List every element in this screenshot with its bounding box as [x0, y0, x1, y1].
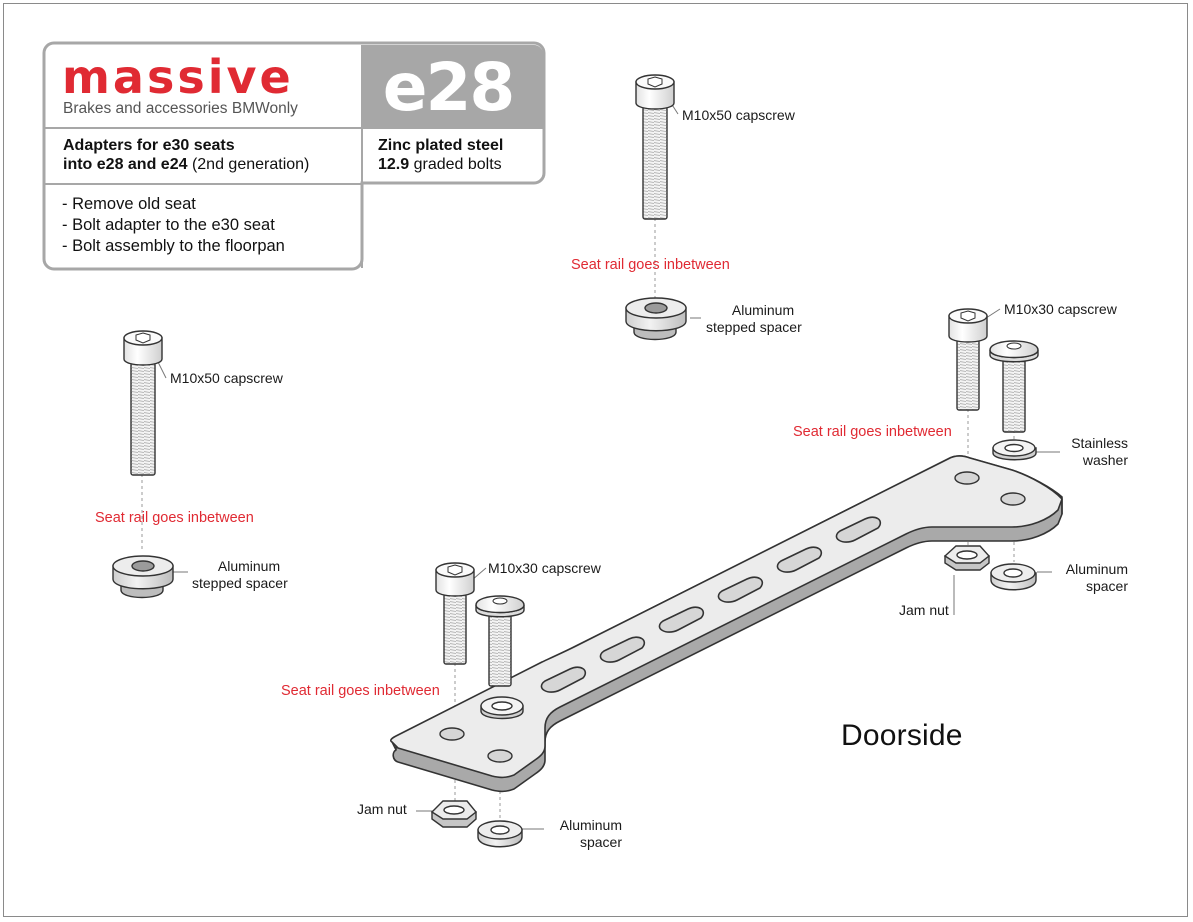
label-line: Aluminum — [731, 302, 795, 318]
stepped-spacer-left — [112, 555, 174, 599]
title-line-2-bold: into e28 and e24 — [63, 156, 188, 173]
label-seat-rail-left: Seat rail goes inbetween — [95, 510, 254, 526]
label-line: stepped spacer — [192, 575, 288, 591]
instruction-steps: - Remove old seat - Bolt adapter to the … — [62, 194, 285, 257]
stainless-washer — [992, 439, 1037, 461]
brand-tagline: Brakes and accessories BMWonly — [63, 100, 298, 118]
label-line: washer — [1082, 452, 1128, 468]
header-card-shape — [42, 41, 546, 271]
label-stainless-washer: Stainless washer — [1062, 435, 1128, 469]
aluminum-spacer-right — [990, 563, 1037, 591]
label-capscrew-m10x50-left: M10x50 capscrew — [170, 370, 283, 386]
label-line: Aluminum — [559, 817, 622, 833]
tagline-text: Brakes and accessories — [63, 100, 228, 117]
bolt-grade: 12.9 — [378, 156, 410, 173]
label-capscrew-m10x30-front: M10x30 capscrew — [488, 560, 601, 576]
header-card: massive Brakes and accessories BMWonly e… — [42, 42, 546, 274]
massive-logo: massive — [62, 50, 294, 104]
material-line-1: Zinc plated steel — [378, 137, 504, 154]
model-badge: e28 — [382, 49, 516, 126]
jam-nut-right — [943, 545, 991, 571]
capscrew-m10x50-top — [635, 74, 675, 220]
stepped-washer-front — [480, 696, 524, 720]
title-line-1: Adapters for e30 seats — [63, 137, 235, 154]
label-line: Stainless — [1071, 435, 1128, 451]
label-capscrew-m10x50-top: M10x50 capscrew — [682, 107, 795, 123]
doorside-label: Doorside — [841, 719, 963, 752]
material-spec: Zinc plated steel 12.9 graded bolts — [378, 136, 503, 174]
label-line: spacer — [579, 834, 622, 850]
label-line: Aluminum — [1065, 561, 1128, 577]
label-jam-nut-front: Jam nut — [357, 801, 407, 817]
label-jam-nut-right: Jam nut — [899, 602, 949, 618]
aluminum-spacer-front — [477, 820, 523, 848]
capscrew-m10x30-right — [948, 308, 988, 411]
label-seat-rail-front: Seat rail goes inbetween — [281, 683, 440, 699]
label-stepped-spacer-top: Aluminum stepped spacer — [706, 302, 810, 336]
label-line: Aluminum — [217, 558, 281, 574]
title-line-2-normal: (2nd generation) — [191, 156, 310, 173]
tagline-suffix: BMWonly — [231, 100, 298, 117]
material-line-2: graded bolts — [413, 156, 502, 173]
step-item: - Bolt adapter to the e30 seat — [62, 216, 275, 234]
label-line: stepped spacer — [706, 319, 802, 335]
product-title: Adapters for e30 seats into e28 and e24 … — [63, 136, 309, 174]
label-seat-rail-right: Seat rail goes inbetween — [793, 424, 952, 440]
step-item: - Bolt assembly to the floorpan — [62, 237, 285, 255]
button-head-screw-front — [475, 595, 525, 687]
button-head-screw-right — [989, 340, 1039, 433]
label-aluminum-spacer-front: Aluminum spacer — [546, 817, 622, 851]
label-aluminum-spacer-right: Aluminum spacer — [1054, 561, 1128, 595]
step-item: - Remove old seat — [62, 195, 196, 213]
label-capscrew-m10x30-right: M10x30 capscrew — [1004, 301, 1117, 317]
capscrew-m10x30-front — [435, 562, 475, 665]
jam-nut-front — [430, 800, 477, 828]
adapter-plate — [390, 455, 1063, 793]
label-line: spacer — [1085, 578, 1128, 594]
capscrew-m10x50-left — [123, 330, 163, 476]
label-seat-rail-top: Seat rail goes inbetween — [571, 257, 730, 273]
label-stepped-spacer-left: Aluminum stepped spacer — [192, 558, 296, 592]
stepped-spacer-top — [625, 297, 687, 341]
